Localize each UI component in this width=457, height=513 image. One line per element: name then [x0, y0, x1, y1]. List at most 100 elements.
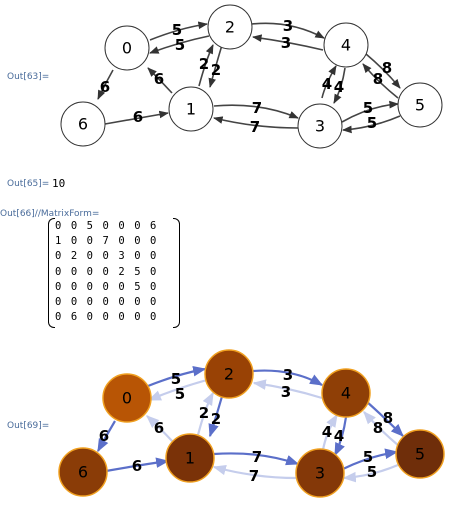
graph1-node-label: 0 [122, 39, 132, 58]
edge-label: 6 [132, 457, 142, 475]
edge-label: 6 [99, 427, 109, 445]
out63-label: Out[63]= [7, 72, 50, 82]
edge-label: 6 [154, 70, 164, 88]
edge-label: 7 [250, 118, 260, 136]
edge-1-0 [146, 415, 174, 443]
graph2-node-label: 5 [415, 445, 425, 464]
graph2-node-label: 0 [122, 389, 132, 408]
graph1-node-label: 2 [225, 18, 235, 37]
graph1-nodes [60, 4, 443, 149]
matrix-row: 0 0 0 0 2 5 0 [55, 265, 158, 278]
graph2-node-label: 1 [185, 449, 195, 468]
edge-label: 4 [322, 423, 332, 441]
edge-1-2 [198, 44, 214, 87]
out65-value: 10 [52, 177, 66, 190]
edge-3-4 [321, 413, 338, 451]
edge-label: 8 [373, 70, 383, 88]
edge-label: 5 [363, 99, 373, 117]
edge-label: 2 [199, 55, 209, 73]
graph1-node-1 [168, 86, 214, 132]
graph2-node-label: 3 [315, 464, 325, 483]
edge-label: 8 [382, 59, 392, 77]
edge-label: 8 [373, 419, 383, 437]
matrix-row: 0 6 0 0 0 0 0 [55, 311, 158, 324]
edge-label: 2 [211, 410, 221, 428]
graph2-node-6 [58, 447, 108, 497]
graph2-node-labels: 0 2 4 6 1 3 5 [78, 365, 425, 483]
graph2-node-0 [102, 373, 152, 423]
edge-2-0 [149, 35, 210, 54]
graph2-node-1 [165, 433, 215, 483]
edge-4-5 [365, 53, 401, 89]
edge-label: 6 [133, 108, 143, 126]
edge-label: 3 [281, 34, 291, 52]
graph1-node-label: 1 [186, 100, 196, 119]
edge-label: 4 [334, 427, 344, 445]
edge-5-4 [363, 411, 400, 447]
edge-4-2 [252, 379, 323, 400]
edge-3-5 [341, 100, 399, 123]
graph1-node-3 [297, 103, 343, 149]
edge-2-4 [252, 369, 324, 386]
edge-1-3 [213, 104, 299, 119]
matrix-row: 0 2 0 0 3 0 0 [55, 250, 158, 263]
edge-label: 3 [283, 17, 293, 35]
graph2-node-5 [395, 429, 445, 479]
edge-0-2 [149, 21, 208, 41]
graph1-node-label: 4 [341, 36, 351, 55]
edge-label: 2 [211, 61, 221, 79]
edge-2-4 [251, 22, 325, 39]
graph1-node-4 [323, 22, 369, 68]
graph2-node-2 [204, 349, 254, 399]
graph2-nodes [58, 349, 445, 498]
graph1-node-2 [207, 4, 253, 50]
edge-label: 5 [175, 36, 185, 54]
edge-5-3 [342, 115, 401, 134]
graph1-node-labels: 0 2 4 6 1 3 5 [78, 18, 425, 136]
edge-6-1 [104, 110, 169, 125]
edge-3-4 [321, 65, 337, 99]
edge-label: 5 [171, 370, 181, 388]
graph1-edges [97, 21, 401, 134]
edge-4-3 [334, 416, 348, 457]
matrix-row: 0 0 0 0 0 0 0 [55, 296, 158, 309]
graph1-node-label: 3 [315, 117, 325, 136]
edge-label: 4 [322, 75, 332, 93]
graph2-node-label: 6 [78, 463, 88, 482]
matrix-row: 1 0 0 7 0 0 0 [55, 235, 158, 248]
edge-3-1 [213, 116, 299, 129]
graph1-edge-labels: 5 5 3 3 6 6 2 2 4 4 8 8 6 7 7 5 5 [100, 17, 392, 136]
edge-label: 8 [383, 409, 393, 427]
graph1-node-6 [60, 101, 106, 147]
edge-0-6 [97, 420, 116, 453]
edge-2-0 [147, 378, 208, 402]
edge-label: 5 [172, 21, 182, 39]
edge-4-2 [252, 34, 324, 51]
out66-label: Out[66]//MatrixForm= [0, 209, 100, 219]
edge-1-0 [147, 67, 173, 94]
matrix-row: 0 0 0 0 0 5 0 [55, 280, 158, 293]
edge-label: 7 [252, 448, 262, 466]
edge-label: 5 [363, 448, 373, 466]
out65-label: Out[65]= [7, 179, 50, 189]
edge-1-3 [213, 452, 300, 466]
edge-label: 7 [252, 99, 262, 117]
edge-6-1 [105, 457, 170, 473]
edge-label: 5 [175, 385, 185, 403]
edge-label: 2 [199, 404, 209, 422]
edge-2-1 [208, 44, 223, 88]
graph2-node-3 [295, 448, 345, 498]
graph2-node-4 [321, 368, 371, 418]
edge-3-5 [342, 448, 399, 470]
edge-label: 3 [281, 383, 291, 401]
edge-4-3 [333, 67, 346, 104]
edge-label: 5 [367, 463, 377, 481]
edge-5-3 [342, 463, 399, 483]
graph2-edge-labels: 5 5 3 3 6 6 2 2 4 4 8 8 6 7 7 5 5 [99, 366, 393, 485]
edge-label: 7 [249, 467, 259, 485]
edge-label: 3 [283, 366, 293, 384]
graph2-node-label: 2 [224, 365, 234, 384]
edge-label: 4 [334, 78, 344, 96]
